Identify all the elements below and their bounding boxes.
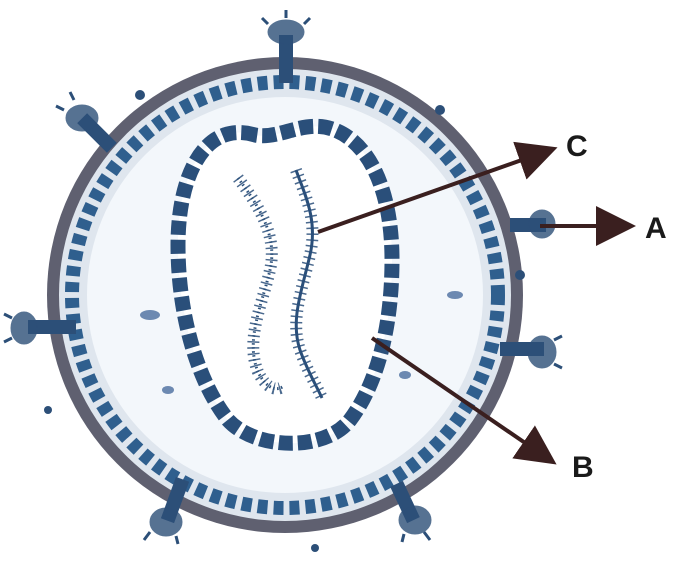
- label-b: B: [572, 451, 594, 484]
- label-c: C: [566, 130, 588, 163]
- spike-upper-left: [56, 92, 117, 153]
- core-capsid: [178, 126, 392, 443]
- label-a: A: [645, 212, 667, 245]
